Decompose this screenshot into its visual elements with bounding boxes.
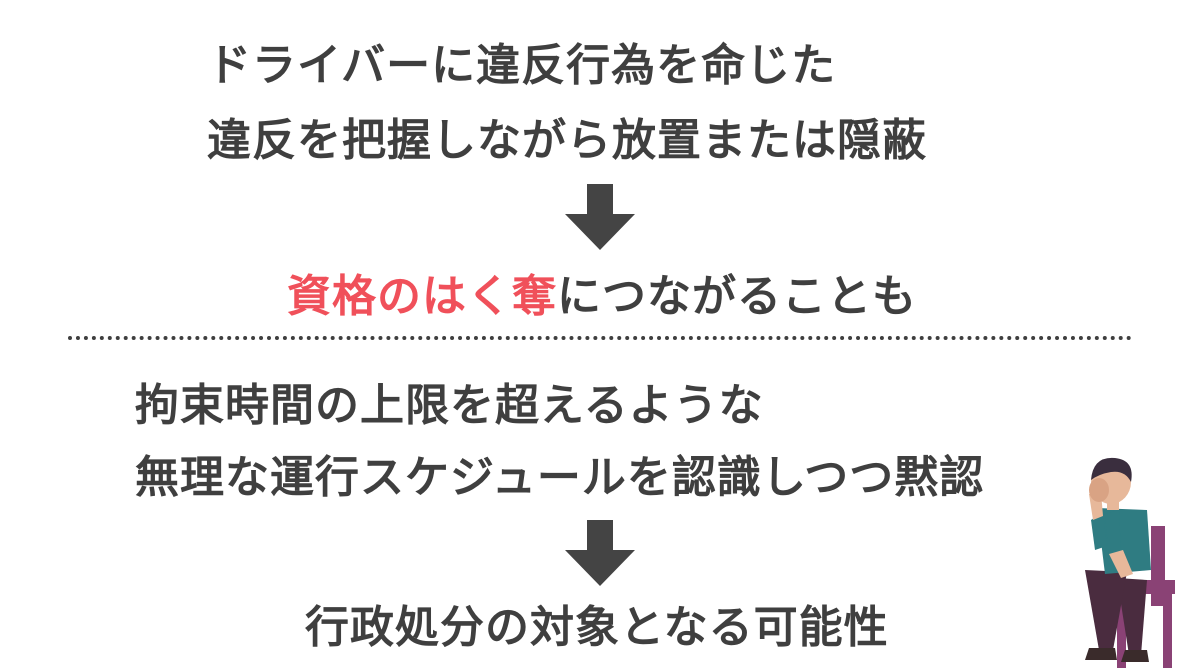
section2-line1: 拘束時間の上限を超えるような [135, 380, 764, 431]
section1-line1: ドライバーに違反行為を命じた [207, 40, 837, 91]
section2-line2: 無理な運行スケジュールを認識しつつ黙認 [135, 452, 985, 503]
result-rest-text: につながることも [557, 271, 917, 322]
worried-person-illustration [1085, 457, 1175, 668]
section1-line2: 違反を把握しながら放置または隠蔽 [207, 115, 927, 166]
down-arrow-icon [565, 184, 635, 250]
down-arrow-icon [565, 520, 635, 586]
dotted-divider [68, 336, 1132, 340]
section1-result: 資格のはく奪につながることも [287, 275, 917, 319]
result-highlight-text: 資格のはく奪 [287, 271, 557, 322]
section2-result: 行政処分の対象となる可能性 [305, 602, 889, 653]
